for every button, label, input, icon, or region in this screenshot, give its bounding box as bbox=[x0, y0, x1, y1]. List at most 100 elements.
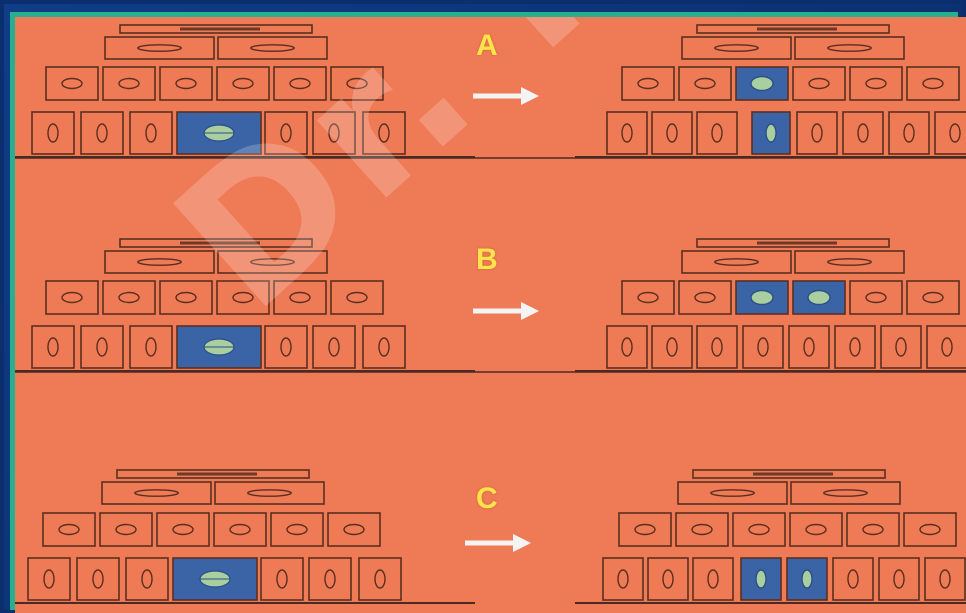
c-left-basal-cell-7 bbox=[359, 558, 401, 600]
b-right-basal-cell-2 bbox=[652, 326, 692, 368]
c-right-basal-cell-1 bbox=[603, 558, 643, 600]
c-left-basal-cell-3 bbox=[126, 558, 168, 600]
c-left-basal-cell-1-nucleus bbox=[44, 570, 54, 588]
label-b: B bbox=[476, 243, 498, 277]
c-right-flat-cell-2-nucleus bbox=[824, 490, 868, 496]
c-left-basal-cell-5-nucleus bbox=[277, 570, 287, 588]
b-left-basal-cell-3-nucleus bbox=[146, 338, 156, 356]
c-right-mid-cell-2 bbox=[676, 513, 728, 546]
a-right-mid-cell-2-nucleus bbox=[695, 79, 715, 89]
b-left-mid-cell-1 bbox=[46, 281, 98, 314]
c-left-flat-cell-1-nucleus bbox=[135, 490, 179, 496]
c-left-mid-cell-2-nucleus bbox=[116, 525, 136, 535]
b-left-basal-cell-7-nucleus bbox=[379, 338, 389, 356]
a-right-mid-cell-4-nucleus bbox=[809, 79, 829, 89]
c-right-basal-cell-7 bbox=[879, 558, 919, 600]
a-right-basal-cell-3 bbox=[697, 112, 737, 154]
b-right-basal-cell-3 bbox=[697, 326, 737, 368]
a-right-basal-cell-7-nucleus bbox=[904, 124, 914, 142]
c-right-mid-cell-4-nucleus bbox=[806, 525, 826, 535]
b-right-mid-cell-5 bbox=[850, 281, 902, 314]
c-left-mid-cell-2 bbox=[100, 513, 152, 546]
b-left-basal-cell-1 bbox=[32, 326, 74, 368]
a-right-basal-cell-3-nucleus bbox=[712, 124, 722, 142]
c-left-mid-cell-3-nucleus bbox=[173, 525, 193, 535]
b-right-mid-cell-2 bbox=[679, 281, 731, 314]
a-right-flat-cell-2-nucleus bbox=[828, 45, 872, 51]
a-right-basal-cell-2-nucleus bbox=[667, 124, 677, 142]
c-right-mid-cell-5 bbox=[847, 513, 899, 546]
b-right-basal-cell-5 bbox=[789, 326, 829, 368]
a-left-flat-cell-1 bbox=[105, 37, 214, 59]
c-left-mid-cell-4-nucleus bbox=[230, 525, 250, 535]
c-right-flat-cell-1-nucleus bbox=[711, 490, 755, 496]
c-left-mid-cell-5 bbox=[271, 513, 323, 546]
a-right-mid-cell-5 bbox=[850, 67, 902, 100]
a-right-basal-cell-4-nucleus bbox=[766, 124, 776, 142]
c-right-mid-cell-1-nucleus bbox=[635, 525, 655, 535]
a-right-flat-cell-1-nucleus bbox=[715, 45, 759, 51]
a-right-flat-cell-2 bbox=[795, 37, 904, 59]
c-left-mid-cell-4 bbox=[214, 513, 266, 546]
b-left-mid-cell-3-nucleus bbox=[176, 293, 196, 303]
b-right-basal-cell-8-nucleus bbox=[942, 338, 952, 356]
c-left-mid-cell-1 bbox=[43, 513, 95, 546]
b-right-mid-cell-1-nucleus bbox=[638, 293, 658, 303]
a-right-mid-cell-6-nucleus bbox=[923, 79, 943, 89]
b-left-basal-cell-7 bbox=[363, 326, 405, 368]
a-right-basal-cell-1-nucleus bbox=[622, 124, 632, 142]
a-right-basal-cell-5 bbox=[797, 112, 837, 154]
c-arrow-head bbox=[513, 534, 531, 552]
label-c: C bbox=[476, 482, 498, 516]
b-right-basal-cell-6-nucleus bbox=[850, 338, 860, 356]
b-left-basal-cell-1-nucleus bbox=[48, 338, 58, 356]
c-left-mid-cell-5-nucleus bbox=[287, 525, 307, 535]
c-right-basal-cell-7-nucleus bbox=[894, 570, 904, 588]
a-left-basal-cell-1-nucleus bbox=[48, 124, 58, 142]
b-right-basal-cell-3-nucleus bbox=[712, 338, 722, 356]
c-left-flat-cell-2 bbox=[215, 482, 324, 504]
a-right-mid-cell-5-nucleus bbox=[866, 79, 886, 89]
a-right-mid-cell-4 bbox=[793, 67, 845, 100]
c-left-basal-cell-2-nucleus bbox=[93, 570, 103, 588]
c-right-mid-cell-2-nucleus bbox=[692, 525, 712, 535]
c-left-mid-cell-3 bbox=[157, 513, 209, 546]
b-right-basal-cell-8 bbox=[927, 326, 966, 368]
a-right-basal-cell-2 bbox=[652, 112, 692, 154]
a-right-mid-cell-3-nucleus bbox=[751, 77, 773, 91]
a-left-mid-cell-3 bbox=[160, 67, 212, 100]
c-left-basal-cell-2 bbox=[77, 558, 119, 600]
a-right-basal-cell-6 bbox=[843, 112, 883, 154]
b-right-basal-cell-1-nucleus bbox=[622, 338, 632, 356]
b-right-flat-cell-1 bbox=[682, 251, 791, 273]
b-right-basal-cell-6 bbox=[835, 326, 875, 368]
c-left-mid-cell-6 bbox=[328, 513, 380, 546]
c-right-mid-cell-6 bbox=[904, 513, 956, 546]
a-left-basal-cell-3 bbox=[130, 112, 172, 154]
b-right-mid-cell-3-nucleus bbox=[751, 291, 773, 305]
b-arrow-head bbox=[521, 302, 539, 320]
b-right-basal-cell-1 bbox=[607, 326, 647, 368]
b-right-flat-cell-2 bbox=[795, 251, 904, 273]
b-left-mid-cell-2 bbox=[103, 281, 155, 314]
a-right-basal-cell-5-nucleus bbox=[812, 124, 822, 142]
c-right-mid-cell-5-nucleus bbox=[863, 525, 883, 535]
b-right-basal-cell-7 bbox=[881, 326, 921, 368]
a-left-basal-cell-2-nucleus bbox=[97, 124, 107, 142]
a-right-mid-cell-6 bbox=[907, 67, 959, 100]
a-left-flat-cell-1-nucleus bbox=[138, 45, 182, 51]
a-right-basal-cell-6-nucleus bbox=[858, 124, 868, 142]
b-right-mid-cell-1 bbox=[622, 281, 674, 314]
c-right-basal-cell-3-nucleus bbox=[708, 570, 718, 588]
b-right-basal-cell-2-nucleus bbox=[667, 338, 677, 356]
c-left-basal-cell-3-nucleus bbox=[142, 570, 152, 588]
c-right-mid-cell-3 bbox=[733, 513, 785, 546]
b-right-mid-cell-6 bbox=[907, 281, 959, 314]
b-right-basal-cell-5-nucleus bbox=[804, 338, 814, 356]
b-right-flat-cell-1-nucleus bbox=[715, 259, 759, 265]
b-right-basal-cell-7-nucleus bbox=[896, 338, 906, 356]
b-right-mid-cell-4-nucleus bbox=[808, 291, 830, 305]
a-left-mid-cell-2 bbox=[103, 67, 155, 100]
c-right-basal-cell-2-nucleus bbox=[663, 570, 673, 588]
c-left-mid-cell-1-nucleus bbox=[59, 525, 79, 535]
